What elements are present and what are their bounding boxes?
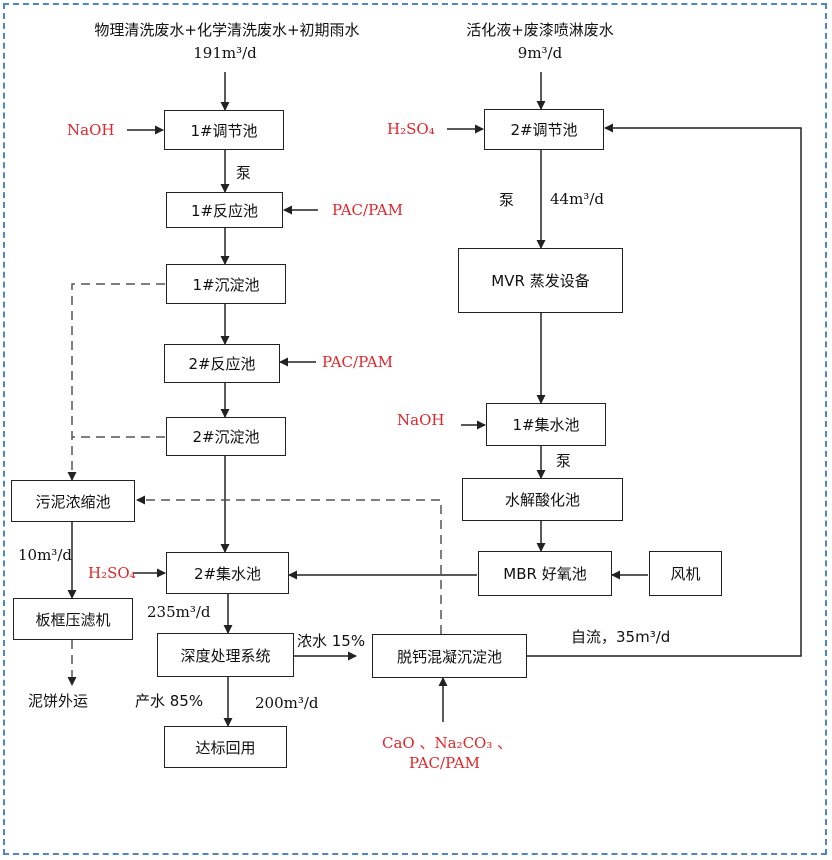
label-flow-235: 235m³/d bbox=[147, 603, 211, 621]
box-sludge-thickener: 污泥浓缩池 bbox=[11, 480, 135, 522]
box-blower: 风机 bbox=[649, 551, 722, 596]
box-decalcification-settler: 脱钙混凝沉淀池 bbox=[372, 634, 527, 678]
arrow-decal-return-to-adjust2 bbox=[527, 123, 802, 657]
left-source-title: 物理清洗废水+化学清洗废水+初期雨水 bbox=[94, 21, 360, 39]
reagent-chemicals-line2: PAC/PAM bbox=[409, 754, 480, 772]
box-reaction-tank-1: 1#反应池 bbox=[166, 192, 283, 228]
label-pump-left: 泵 bbox=[236, 164, 252, 182]
box-hydrolysis-tank: 水解酸化池 bbox=[462, 478, 623, 521]
label-sludge-flow: 10m³/d bbox=[18, 546, 72, 564]
box-settling-tank-2: 2#沉淀池 bbox=[166, 417, 286, 456]
box-collection-tank-1: 1#集水池 bbox=[486, 403, 606, 446]
reagent-naoh-right: NaOH bbox=[397, 411, 445, 429]
label-concentrate: 浓水 15% bbox=[297, 632, 366, 650]
sludge-line-settle1 bbox=[67, 283, 165, 481]
reagent-pacpam-2: PAC/PAM bbox=[322, 353, 393, 371]
box-settling-tank-1: 1#沉淀池 bbox=[166, 264, 286, 304]
box-adjust-tank-1: 1#调节池 bbox=[164, 110, 284, 150]
label-flow-44: 44m³/d bbox=[550, 190, 604, 208]
reagent-naoh-left: NaOH bbox=[67, 121, 115, 139]
reagent-h2so4-left: H₂SO₄ bbox=[88, 564, 136, 582]
left-source-flow: 191m³/d bbox=[193, 44, 257, 62]
right-source-title: 活化液+废漆喷淋废水 bbox=[466, 21, 614, 39]
box-mvr-evaporator: MVR 蒸发设备 bbox=[458, 248, 623, 313]
label-product-water: 产水 85% bbox=[135, 692, 204, 710]
reagent-chemicals-line1: CaO 、Na₂CO₃ 、 bbox=[382, 734, 513, 752]
reagent-pacpam-1: PAC/PAM bbox=[332, 201, 403, 219]
box-filter-press: 板框压滤机 bbox=[13, 598, 133, 640]
reagent-h2so4-right: H₂SO₄ bbox=[387, 120, 435, 138]
label-sludge-cake-out: 泥饼外运 bbox=[28, 692, 89, 710]
box-collection-tank-2: 2#集水池 bbox=[166, 552, 289, 594]
box-reaction-tank-2: 2#反应池 bbox=[164, 344, 280, 383]
box-reuse: 达标回用 bbox=[164, 726, 287, 768]
box-mbr-aerobic-tank: MBR 好氧池 bbox=[478, 551, 612, 596]
label-gravity-flow: 自流，35m³/d bbox=[571, 628, 671, 646]
box-deep-treatment: 深度处理系统 bbox=[157, 633, 294, 677]
dashed-frame bbox=[3, 3, 827, 855]
sludge-line-decal bbox=[136, 495, 442, 634]
label-pump-right-2: 泵 bbox=[556, 452, 572, 470]
right-source-flow: 9m³/d bbox=[517, 44, 563, 62]
box-adjust-tank-2: 2#调节池 bbox=[484, 109, 604, 150]
label-pump-right: 泵 bbox=[499, 191, 515, 209]
label-flow-200: 200m³/d bbox=[255, 694, 319, 712]
